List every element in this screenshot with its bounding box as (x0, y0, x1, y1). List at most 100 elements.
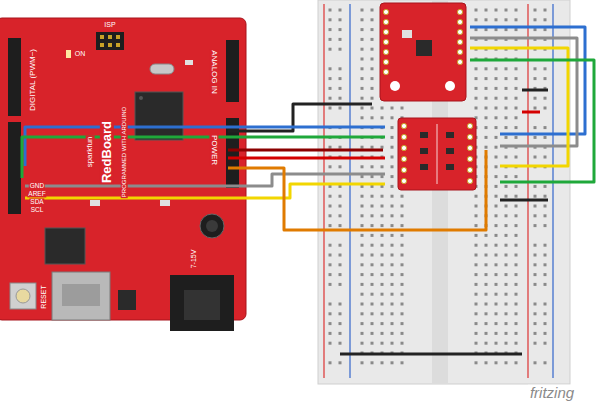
breadboard-hole (361, 322, 364, 325)
breadboard-hole (475, 107, 478, 110)
breadboard-hole (505, 293, 508, 296)
breadboard-hole (505, 107, 508, 110)
sensor-breakout (380, 3, 466, 101)
breadboard-hole (361, 146, 364, 149)
breadboard-hole (339, 9, 342, 12)
breadboard-hole (475, 303, 478, 306)
breadboard-hole (371, 312, 374, 315)
breadboard-hole (361, 312, 364, 315)
breadboard-hole (495, 28, 498, 31)
breadboard-hole (391, 332, 394, 335)
breadboard-hole (515, 224, 518, 227)
silkscreen-line (437, 124, 438, 184)
breadboard-hole (381, 214, 384, 217)
breadboard-hole (534, 9, 537, 12)
breadboard-hole (339, 165, 342, 168)
crystal (150, 64, 174, 74)
breadboard-hole (505, 116, 508, 119)
breadboard-hole (505, 156, 508, 159)
breadboard-hole (505, 322, 508, 325)
breadboard-hole (371, 28, 374, 31)
breadboard-hole (534, 214, 537, 217)
breadboard-hole (544, 9, 547, 12)
breadboard-hole (339, 18, 342, 21)
breadboard-hole (381, 273, 384, 276)
breadboard-hole (495, 185, 498, 188)
breadboard-hole (544, 185, 547, 188)
breadboard-hole (485, 116, 488, 119)
breadboard-hole (544, 156, 547, 159)
breadboard-hole (381, 107, 384, 110)
breadboard-hole (495, 234, 498, 237)
breadboard-hole (544, 224, 547, 227)
breadboard-hole (339, 283, 342, 286)
breadboard-hole (544, 322, 547, 325)
breadboard-hole (381, 146, 384, 149)
breadboard-hole (495, 146, 498, 149)
breadboard-hole (329, 107, 332, 110)
breadboard-hole (505, 303, 508, 306)
breadboard-hole (339, 107, 342, 110)
breadboard-hole (505, 126, 508, 129)
breadboard-hole (505, 214, 508, 217)
breadboard-hole (515, 156, 518, 159)
breadboard-hole (495, 312, 498, 315)
breadboard-hole (361, 77, 364, 80)
breadboard-hole (361, 361, 364, 364)
breadboard-hole (339, 322, 342, 325)
breadboard-hole (401, 107, 404, 110)
breadboard-hole (329, 224, 332, 227)
breadboard-hole (475, 293, 478, 296)
breadboard-hole (495, 332, 498, 335)
breadboard-hole (534, 77, 537, 80)
wire (22, 137, 385, 178)
breadboard-hole (381, 361, 384, 364)
breadboard-hole (534, 18, 537, 21)
microcontroller-chip (135, 92, 183, 140)
breadboard-hole (361, 38, 364, 41)
breadboard-hole (329, 263, 332, 266)
breadboard-hole (329, 9, 332, 12)
breadboard-hole (505, 97, 508, 100)
wire (470, 38, 577, 146)
breadboard-hole (515, 205, 518, 208)
breadboard-hole (534, 136, 537, 139)
breadboard-hole (515, 195, 518, 198)
breadboard-hole (371, 195, 374, 198)
breadboard-hole (475, 234, 478, 237)
breadboard-hole (485, 263, 488, 266)
breadboard-hole (475, 87, 478, 90)
breadboard-hole (495, 97, 498, 100)
breadboard-hole (339, 146, 342, 149)
breadboard-hole (391, 116, 394, 119)
breadboard-hole (339, 87, 342, 90)
breadboard-hole (329, 214, 332, 217)
breadboard-hole (495, 244, 498, 247)
breadboard-hole (381, 165, 384, 168)
sensor-pins (383, 9, 462, 74)
breadboard-hole (475, 361, 478, 364)
breadboard-hole (534, 332, 537, 335)
breadboard-hole (485, 273, 488, 276)
breadboard (318, 0, 570, 384)
breadboard-hole (544, 244, 547, 247)
breadboard-hole (381, 116, 384, 119)
barrel-jack (170, 275, 234, 331)
breadboard-hole (495, 322, 498, 325)
breadboard-hole (361, 48, 364, 51)
breadboard-hole (515, 244, 518, 247)
breadboard-hole (505, 283, 508, 286)
capacitor-top (206, 220, 218, 232)
breadboard-hole (475, 205, 478, 208)
wire (228, 150, 486, 230)
breadboard-hole (485, 77, 488, 80)
breadboard-hole (485, 126, 488, 129)
breadboard-hole (505, 342, 508, 345)
button-label: RESET (40, 284, 48, 309)
breadboard-hole (544, 136, 547, 139)
breadboard-hole (329, 312, 332, 315)
breadboard-hole (544, 263, 547, 266)
wire (500, 199, 548, 202)
breadboard-hole (534, 107, 537, 110)
